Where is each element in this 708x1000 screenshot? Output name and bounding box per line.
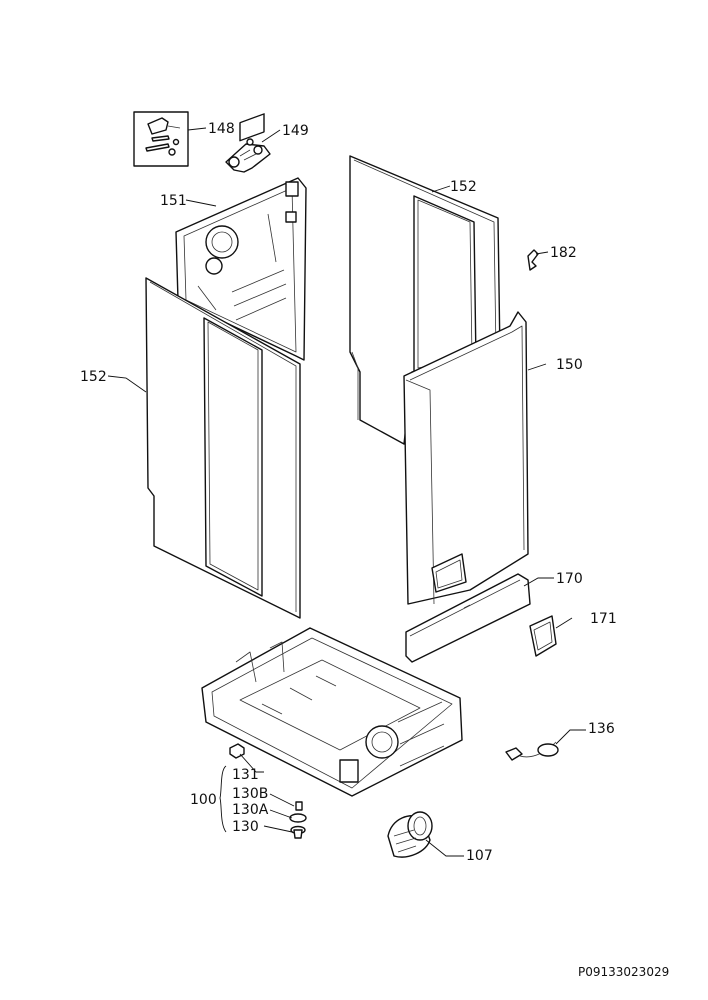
callout-182: 182 <box>550 245 577 261</box>
part-130-foot-assembly <box>289 801 307 839</box>
callout-100: 100 <box>190 792 217 808</box>
callout-152-top: 152 <box>450 179 477 195</box>
callout-148: 148 <box>208 121 235 137</box>
callout-107: 107 <box>466 848 493 864</box>
callout-130b: 130B <box>232 786 268 802</box>
part-151-rear-frame <box>175 113 307 361</box>
callout-130a: 130A <box>232 802 269 818</box>
part-150-front-panel <box>403 311 529 605</box>
part-152-right-side-panel <box>349 155 501 445</box>
callout-170: 170 <box>556 571 583 587</box>
callout-171: 171 <box>590 611 617 627</box>
part-171-cover <box>529 615 557 657</box>
part-149-bracket <box>225 138 271 173</box>
part-136-cable <box>505 741 559 761</box>
part-107-filter <box>387 811 433 858</box>
callout-151: 151 <box>160 193 187 209</box>
drawing-reference-number: P09133023029 <box>578 965 669 979</box>
callout-152-left: 152 <box>80 369 107 385</box>
callout-131: 131 <box>232 767 259 783</box>
callout-150: 150 <box>556 357 583 373</box>
part-152-left-side-panel <box>145 277 301 619</box>
callout-136: 136 <box>588 721 615 737</box>
callout-labels: 148 149 151 152 182 152 150 170 171 136 … <box>80 121 617 864</box>
leader-lines <box>107 127 586 857</box>
callout-149: 149 <box>282 123 309 139</box>
part-182-clip <box>527 249 539 271</box>
callout-130: 130 <box>232 819 259 835</box>
part-148-screw-kit <box>133 111 189 167</box>
part-base-frame <box>201 627 463 797</box>
part-170-plinth <box>405 573 531 663</box>
